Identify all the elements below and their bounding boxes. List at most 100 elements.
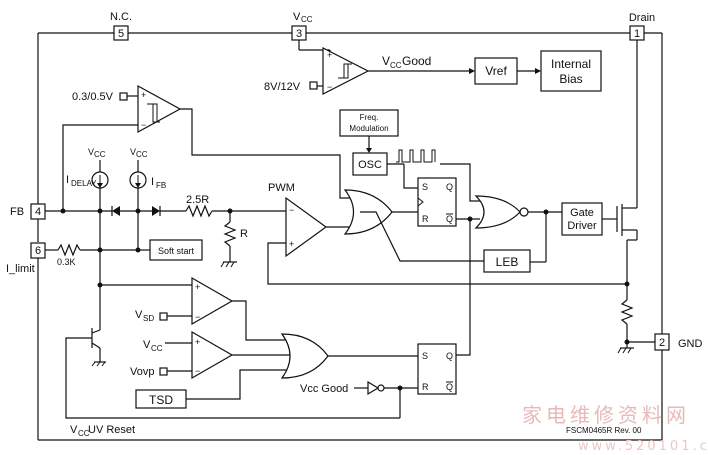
svg-text:−: −: [141, 120, 146, 130]
leb-block: LEB: [360, 211, 531, 273]
vref-block: Vref: [474, 57, 541, 85]
pin-drain: 1 Drain: [629, 12, 655, 41]
svg-text:+: +: [195, 282, 200, 292]
svg-text:Q: Q: [446, 214, 453, 224]
internal-bias-block: Internal Bias: [540, 50, 602, 92]
pin-label: Drain: [629, 12, 655, 24]
svg-text:CC: CC: [94, 150, 106, 159]
burst-comparator: 0.3/0.5V + −: [62, 84, 350, 211]
outer-frame: [37, 32, 663, 441]
svg-text:Driver: Driver: [567, 220, 597, 232]
svg-text:Good: Good: [402, 54, 431, 68]
power-mosfet: [616, 40, 655, 354]
svg-text:Q: Q: [446, 382, 453, 392]
svg-text:Bias: Bias: [559, 72, 582, 86]
svg-text:+: +: [289, 239, 294, 249]
svg-text:LEB: LEB: [496, 255, 519, 269]
pin-number: 1: [634, 28, 640, 40]
res-r: R: [240, 228, 248, 240]
svg-text:S: S: [422, 351, 428, 361]
svg-text:Q: Q: [446, 351, 453, 361]
svg-text:CC: CC: [151, 344, 163, 353]
svg-text:TSD: TSD: [149, 393, 173, 407]
pin-gnd: 2 GND: [654, 333, 703, 351]
svg-text:DELAY: DELAY: [71, 179, 97, 188]
svg-text:Freq.: Freq.: [360, 113, 379, 122]
revision-label: FSCM0465R Rev. 00: [566, 426, 642, 435]
pin-fb: 4 FB: [10, 203, 46, 220]
pin-vcc: 3 V CC: [291, 11, 313, 41]
res-25r: 2.5R: [186, 194, 209, 206]
svg-text:CC: CC: [390, 61, 402, 70]
nor-gate: [474, 195, 562, 263]
pin-number: 6: [35, 245, 41, 257]
svg-text:CC: CC: [136, 150, 148, 159]
current-source-idelay: V CC I DELAY: [66, 147, 109, 288]
svg-text:0.3K: 0.3K: [57, 257, 76, 267]
svg-text:Internal: Internal: [551, 57, 591, 71]
pin-label: FB: [10, 206, 24, 218]
ilimit-path: 0.3K: [45, 243, 141, 267]
svg-text:+: +: [327, 50, 332, 60]
pwm-comparator: PWM − +: [267, 182, 627, 285]
pin-label-sub: CC: [301, 15, 313, 24]
svg-text:Vcc Good: Vcc Good: [300, 383, 348, 395]
tsd-block: TSD: [135, 369, 290, 409]
svg-text:R: R: [422, 214, 429, 224]
vcc-good-label: V: [382, 54, 390, 68]
svg-text:V: V: [143, 339, 151, 351]
pin-number: 3: [296, 28, 302, 40]
svg-text:SD: SD: [143, 314, 154, 323]
sr-latch-protection: S R Q Q: [417, 216, 473, 395]
pin-number: 4: [35, 206, 41, 218]
protection-or-gate: [280, 333, 418, 379]
svg-text:FB: FB: [156, 181, 166, 190]
svg-text:Q: Q: [446, 182, 453, 192]
svg-text:Modulation: Modulation: [349, 124, 388, 133]
ovp-comparator: + − V CC Vovp: [130, 330, 292, 380]
vcc-good-buffer: Vcc Good: [300, 380, 418, 418]
svg-text:OSC: OSC: [358, 159, 382, 171]
svg-text:Soft start: Soft start: [158, 246, 195, 256]
pin-number: 5: [118, 28, 124, 40]
svg-text:V: V: [70, 424, 78, 436]
osc-block: OSC: [352, 149, 480, 202]
svg-text:Gate: Gate: [570, 207, 594, 219]
svg-text:S: S: [422, 182, 428, 192]
pin-ilimit: 6 I_limit: [6, 242, 46, 275]
svg-text:−: −: [327, 82, 332, 92]
pin-label: N.C.: [110, 11, 132, 23]
svg-text:−: −: [289, 205, 294, 215]
pwm-label: PWM: [268, 182, 295, 194]
pin-label: I_limit: [6, 263, 35, 275]
current-source-ifb: V CC I FB: [129, 147, 166, 251]
svg-text:V: V: [130, 147, 136, 157]
vcc-good-comparator: 8V/12V + − V CC Good: [264, 40, 475, 95]
svg-text:+: +: [195, 337, 200, 347]
soft-start-block: Soft start: [149, 239, 203, 261]
svg-text:CC: CC: [78, 429, 90, 438]
svg-text:I: I: [151, 176, 154, 188]
svg-text:−: −: [195, 312, 200, 322]
svg-text:家电维修资料网: 家电维修资料网: [522, 403, 690, 427]
uv-reset-transistor: V CC UV Reset: [65, 288, 400, 438]
svg-text:www.520101.com: www.520101.com: [578, 439, 708, 454]
pin-nc: 5 N.C.: [110, 11, 132, 41]
pin-number: 2: [659, 337, 665, 349]
pin-label: V: [293, 11, 301, 23]
svg-text:−: −: [195, 366, 200, 376]
threshold-03v05v: 0.3/0.5V: [72, 91, 114, 103]
freq-modulation-block: Freq. Modulation: [339, 109, 399, 153]
gate-driver-block: Gate Driver: [561, 202, 617, 236]
vsd-comparator: + − V SD: [97, 276, 290, 341]
sr-latch-pwm: S R Q Q: [417, 177, 480, 227]
svg-text:R: R: [422, 382, 429, 392]
fb-path: 2.5R R: [45, 194, 286, 268]
svg-text:I: I: [66, 174, 69, 186]
svg-text:Vref: Vref: [485, 64, 507, 78]
pin-label: GND: [678, 338, 703, 350]
watermark: 家电维修资料网 www.520101.com: [522, 403, 708, 454]
threshold-8v12v: 8V/12V: [264, 81, 301, 93]
svg-text:V: V: [135, 309, 143, 321]
